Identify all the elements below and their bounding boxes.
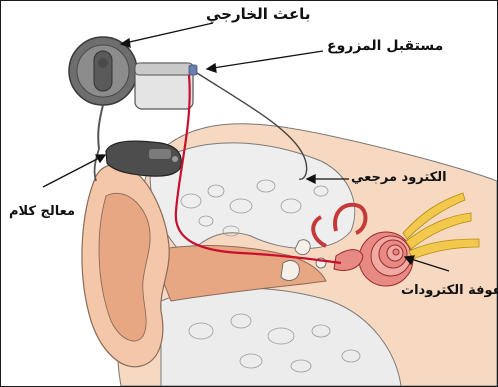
label-speech-processor: معالج كلام xyxy=(9,205,75,218)
label-reference-electrode: الكترود مرجعي xyxy=(351,171,447,184)
label-receiver: مستقبل المزروع xyxy=(327,39,443,53)
transmitter xyxy=(69,37,137,149)
label-transmitter: باعث الخارجي xyxy=(206,7,310,22)
receiver-package xyxy=(135,63,197,109)
cochlea xyxy=(359,232,413,286)
label-electrode-array: صفوفة الكترودات xyxy=(401,284,498,297)
